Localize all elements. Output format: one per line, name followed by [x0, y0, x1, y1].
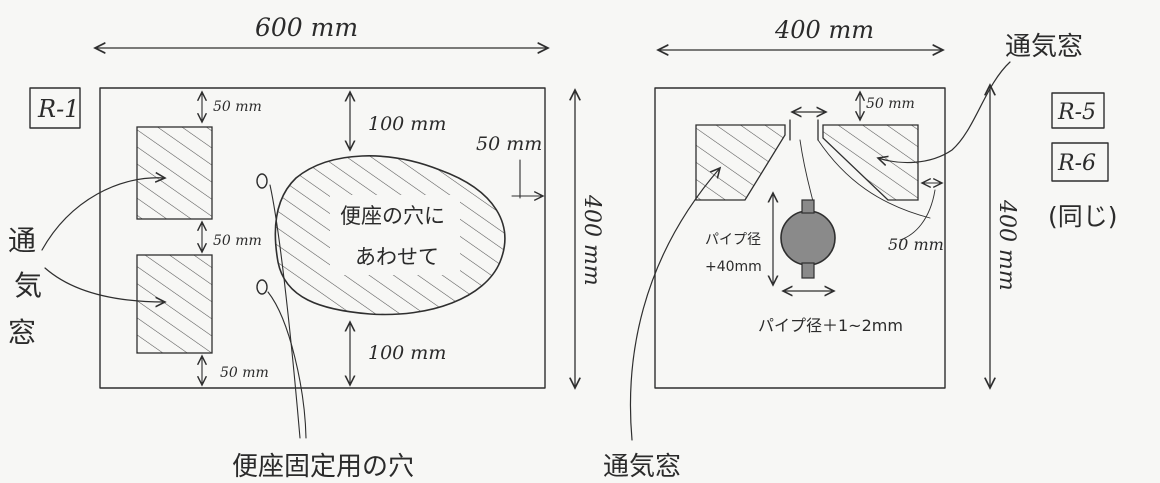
pipe-tab-top: [801, 199, 815, 214]
height-dimension-label: 400 mm: [579, 194, 604, 286]
pipe-slot: [789, 119, 819, 141]
panel-left: 600 mm R-1 50 mm 50 mm 50 mm 100 mm 100 …: [8, 13, 604, 482]
vent-label-char-3: 窓: [8, 316, 36, 349]
fix-hole-lower: [256, 279, 268, 295]
width-dimension-label: 600 mm: [255, 13, 358, 42]
dim-top-100-label: 100 mm: [368, 113, 446, 135]
pipe-width-label: パイプ径＋1~2mm: [758, 316, 903, 335]
part-label-r5: R-5: [1057, 100, 1096, 125]
oval-text-bg: [330, 195, 460, 275]
vent-window-upper: [136, 126, 213, 220]
dim-top-50-label: 50 mm: [213, 99, 262, 115]
same-note: (同じ): [1048, 202, 1118, 231]
vent-leader-lower: [44, 267, 165, 302]
part-label-r6: R-6: [1057, 151, 1096, 176]
pipe-guide-left: [799, 139, 815, 207]
r-vent-leader-bottom: [629, 168, 720, 441]
fix-leader-upper: [269, 184, 301, 439]
pipe-hole: [780, 210, 836, 266]
fix-holes-label: 便座固定用の穴: [232, 452, 414, 482]
fix-leader-lower: [267, 291, 307, 439]
part-label-box-r6: [1051, 142, 1109, 182]
pipe-label-1: パイプ径: [705, 232, 761, 248]
part-label-box-r5: [1051, 92, 1105, 129]
r-dim-side-leader: [899, 189, 936, 241]
vent-window-lower: [136, 254, 213, 354]
dim-bottom-50-label: 50 mm: [220, 365, 269, 381]
r-dim-side-50-label: 50 mm: [888, 235, 944, 254]
pipe-label-2: +40mm: [705, 259, 762, 275]
r-vent-left: [695, 124, 786, 201]
board-outline: [99, 87, 546, 389]
part-label: R-1: [37, 95, 79, 123]
r-vent-leader-top: [878, 61, 1011, 163]
vent-label-char-2: 気: [14, 269, 42, 302]
oval-text-line-2: あわせて: [355, 245, 439, 269]
r-dim-top-50-label: 50 mm: [866, 96, 915, 112]
dim-bottom-100-label: 100 mm: [368, 342, 446, 364]
r-vent-label-bottom: 通気窓: [603, 452, 681, 482]
r-vent-label-top: 通気窓: [1005, 32, 1083, 62]
r-width-dimension-label: 400 mm: [774, 16, 874, 44]
panel-right: 400 mm パイプ径 +40mm パイプ径＋1~2mm 50 mm 50 mm…: [603, 16, 1118, 482]
r-vent-right: [822, 124, 919, 201]
pipe-guide-right: [817, 139, 931, 219]
dim-mid-50-label: 50 mm: [213, 233, 262, 249]
r-board-outline: [654, 87, 946, 389]
fix-hole-upper: [256, 173, 268, 189]
r-height-dimension-label: 400 mm: [994, 199, 1019, 291]
dim-side-50-label: 50 mm: [476, 133, 542, 155]
pipe-tab-bottom: [801, 262, 815, 279]
vent-label-char-1: 通: [8, 224, 36, 257]
vent-leader-upper: [41, 178, 165, 251]
part-label-box: [29, 87, 81, 129]
oval-text-line-1: 便座の穴に: [340, 204, 445, 228]
